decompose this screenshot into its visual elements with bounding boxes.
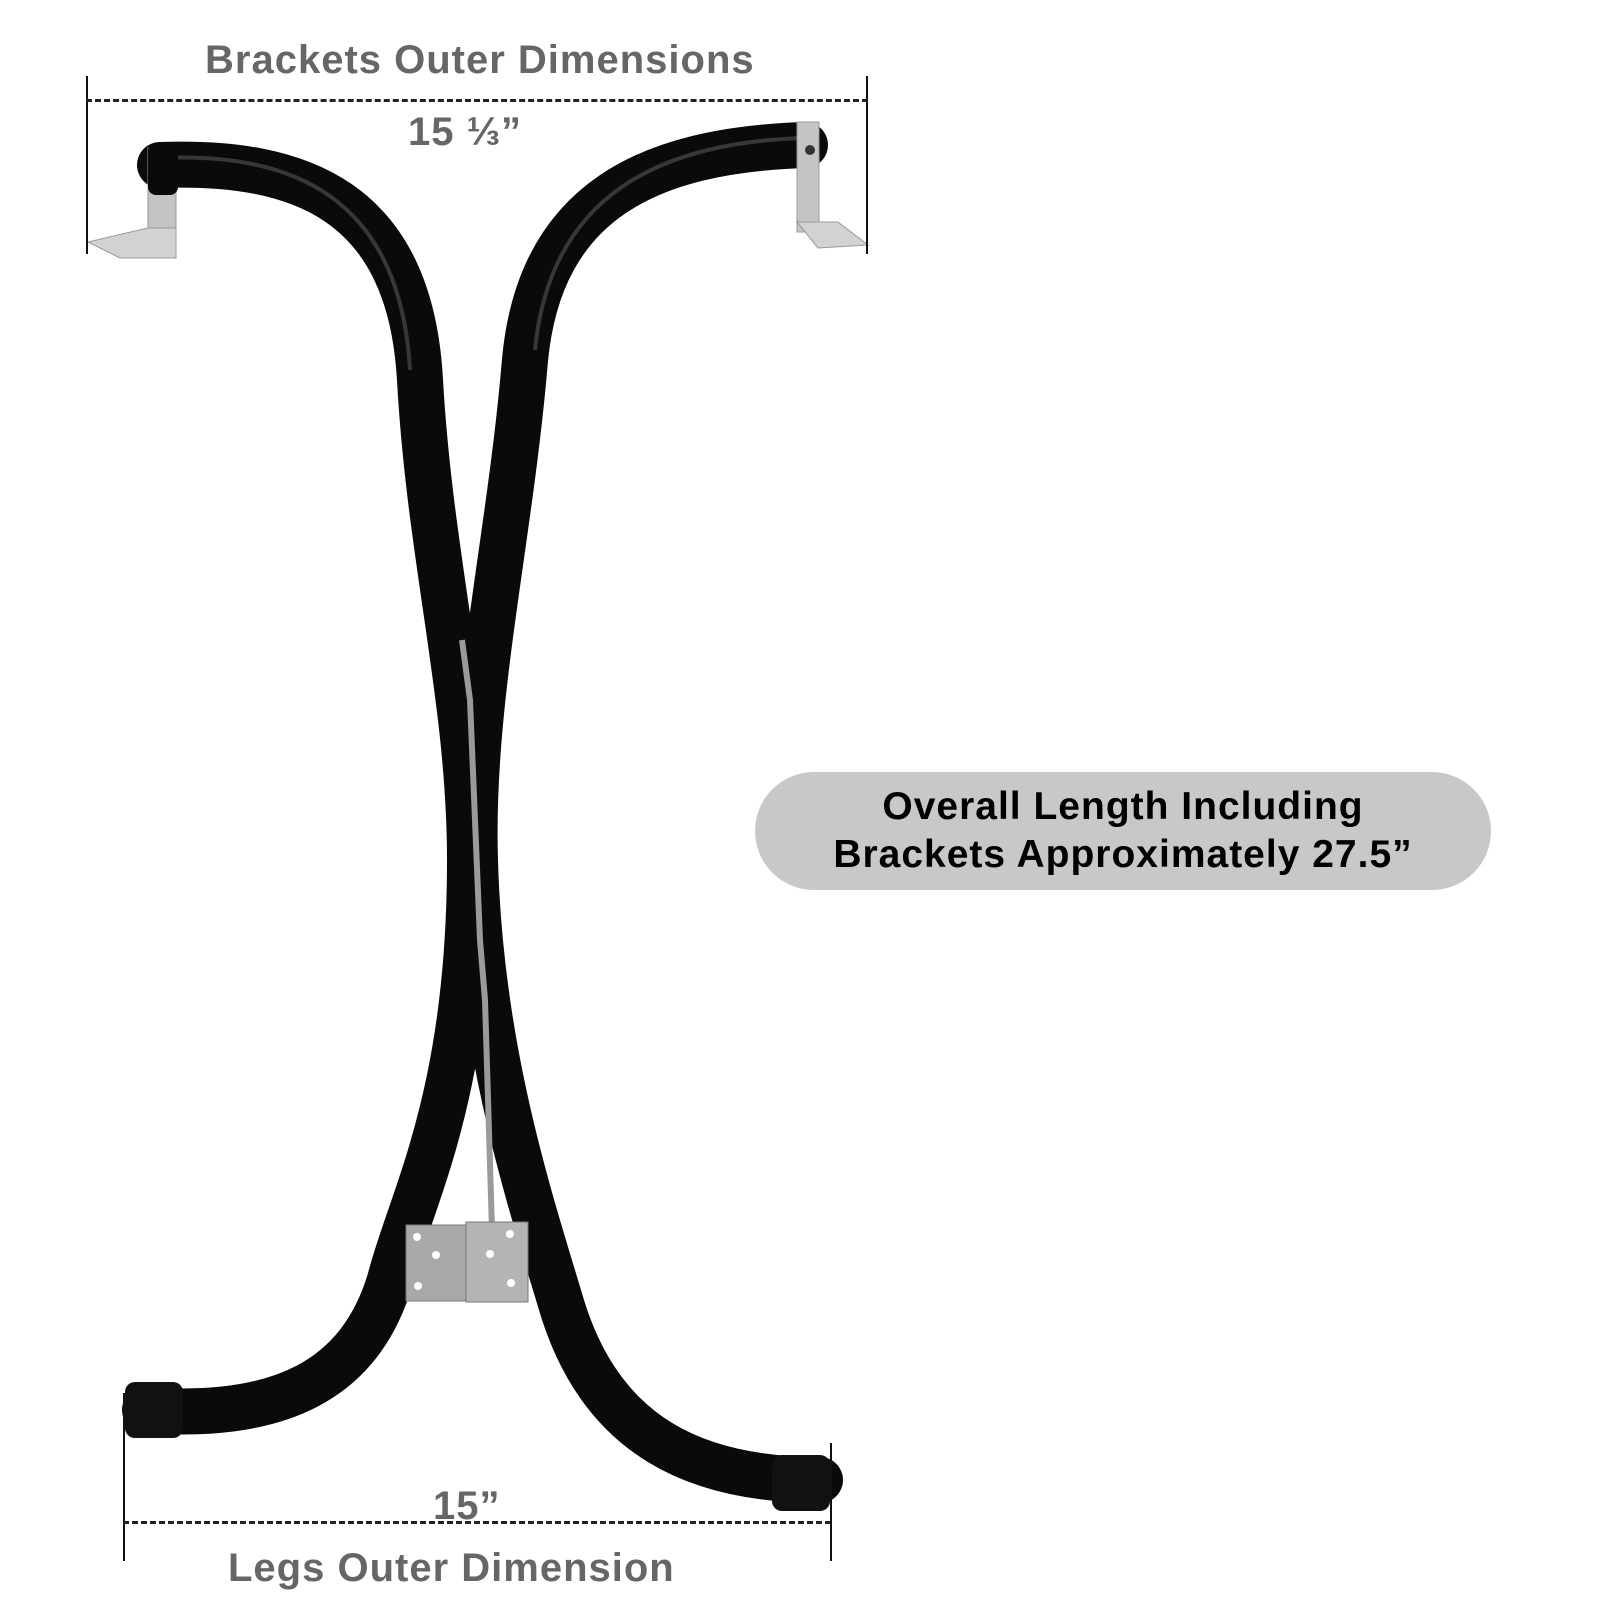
top-dimension-line: [86, 99, 868, 102]
legs-dimension-title: Legs Outer Dimension: [228, 1546, 675, 1590]
right-end-cap: [772, 1455, 830, 1511]
callout-line-2: Brackets Approximately 27.5”: [833, 833, 1413, 876]
top-left-tick: [86, 76, 88, 254]
center-strap: [459, 639, 495, 1231]
brackets-dimension-title: Brackets Outer Dimensions: [205, 38, 755, 82]
top-right-tick: [866, 76, 868, 254]
bottom-right-tick: [830, 1443, 832, 1561]
bottom-dimension-line: [123, 1521, 831, 1524]
bottom-left-tick: [123, 1393, 125, 1561]
overall-length-callout: Overall Length Including Brackets Approx…: [755, 772, 1491, 890]
left-leg-tube: [122, 141, 494, 1435]
left-top-bracket: [86, 143, 178, 259]
hinge-plate: [405, 1221, 529, 1303]
right-top-bracket: [795, 121, 870, 249]
left-end-cap: [125, 1382, 183, 1438]
legs-dimension-value: 15”: [433, 1484, 501, 1528]
brackets-dimension-value: 15 ⅓”: [408, 110, 522, 154]
callout-line-1: Overall Length Including: [882, 785, 1364, 828]
